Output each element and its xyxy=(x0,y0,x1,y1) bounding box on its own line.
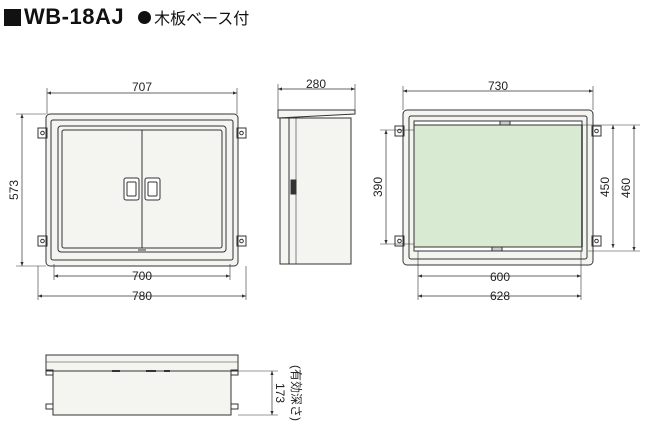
title-square-bullet xyxy=(4,8,21,26)
bottom-view xyxy=(45,354,278,416)
front-height-label: 573 xyxy=(7,180,21,200)
interior-view xyxy=(380,86,640,300)
interior-panel-width-label: 600 xyxy=(490,270,510,284)
wooden-base-panel xyxy=(413,124,583,248)
front-outer-width-label: 780 xyxy=(132,289,152,303)
interior-board-width-label: 628 xyxy=(490,289,510,303)
bottom-depth-label: 173 xyxy=(273,383,287,403)
base-type-label: 木板ベース付 xyxy=(154,11,250,28)
side-cabinet-body xyxy=(288,117,352,265)
title-circle-bullet xyxy=(138,10,152,24)
mounting-bracket xyxy=(37,235,48,247)
interior-height-b-label: 460 xyxy=(619,178,633,198)
front-inner-width-label: 700 xyxy=(132,269,152,283)
mounting-bracket xyxy=(236,127,247,139)
front-view xyxy=(16,88,247,300)
front-top-width-label: 707 xyxy=(132,80,152,94)
bottom-depth-note: (有効深さ) xyxy=(289,365,304,421)
side-view xyxy=(277,84,356,265)
model-number: WB-18AJ xyxy=(24,4,125,29)
door-handle xyxy=(144,177,161,201)
interior-panel-height-label: 390 xyxy=(371,177,385,197)
bottom-cabinet-body xyxy=(52,370,232,416)
door-handle xyxy=(123,177,140,201)
mounting-bracket xyxy=(37,127,48,139)
product-title: WB-18AJ 木板ベース付 xyxy=(4,2,249,32)
interior-outer-width-label: 730 xyxy=(488,79,508,93)
mounting-bracket xyxy=(236,235,247,247)
interior-height-a-label: 450 xyxy=(598,177,612,197)
side-depth-label: 280 xyxy=(306,77,326,91)
